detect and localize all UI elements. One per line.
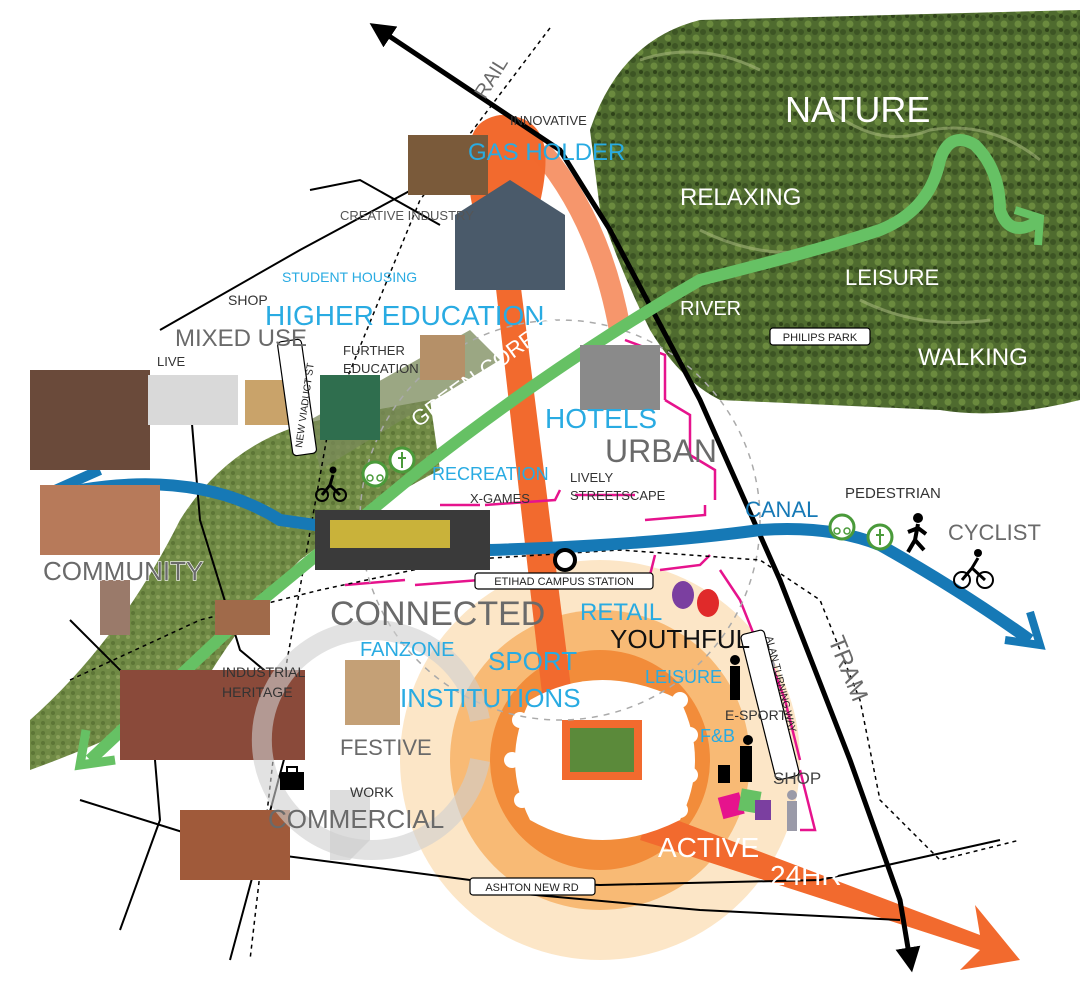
commercial-label: COMMERCIAL: [268, 804, 444, 834]
live-photo: [148, 375, 238, 425]
bicycle-rider-icon: [953, 549, 994, 589]
x-games-label: X-GAMES: [470, 491, 530, 506]
creative-industry-photo: [455, 180, 565, 290]
canal-label: CANAL: [745, 497, 818, 522]
c-shape-watermark: [251, 620, 490, 860]
runner-icon: [906, 513, 928, 554]
further-education-label: FURTHER EDUCATION: [343, 343, 419, 376]
mixed-use-label: MIXED USE: [175, 325, 307, 352]
community-photo-2: [100, 580, 130, 635]
leisure-retail-label: LEISURE: [645, 667, 722, 687]
green-corridor-line: [74, 134, 1045, 771]
shop-top-label: SHOP: [228, 292, 268, 308]
recreation-label: RECREATION: [432, 464, 549, 484]
etihad-campus-station-label: ETIHAD CAMPUS STATION: [494, 576, 634, 588]
river-label: RIVER: [680, 298, 741, 320]
lively-streetscape-label: LIVELY STREETSCAPE: [570, 470, 666, 503]
active-label: ACTIVE: [658, 832, 759, 863]
commercial-photo: [180, 810, 290, 880]
connected-label: CONNECTED: [330, 595, 545, 633]
leisure-nature-label: LEISURE: [845, 265, 939, 290]
student-housing-label: STUDENT HOUSING: [282, 269, 417, 285]
innovative-label: INNOVATIVE: [510, 113, 587, 128]
bicycle-rider-icon: [315, 466, 347, 502]
tram-photo-yellow: [330, 520, 450, 548]
gas-holder-photo: [408, 135, 488, 195]
tram-line: [369, 23, 921, 973]
l-shape-watermark: [330, 790, 370, 860]
shopper-icon: [718, 655, 753, 783]
urban-label: URBAN: [605, 433, 717, 469]
gas-holder-label: GAS HOLDER: [468, 139, 625, 166]
festive-photo: [345, 660, 400, 725]
cyclist-icon: [828, 513, 856, 541]
industrial-heritage-line-1: INDUSTRIAL: [222, 664, 305, 680]
industrial-heritage-label: INDUSTRIAL HERITAGE: [222, 664, 309, 700]
industrial-heritage-line-2: HERITAGE: [222, 684, 293, 700]
station-icon: [553, 548, 577, 572]
shopping-bags-icon: [717, 788, 771, 820]
briefcase-icon: [280, 766, 304, 790]
fanzone-label: FANZONE: [360, 639, 454, 661]
mixed-use-photo: [30, 370, 150, 470]
further-education-photo-2: [420, 335, 465, 380]
lively-streetscape-line-1: LIVELY: [570, 470, 613, 485]
creative-industry-label: CREATIVE INDUSTRY: [340, 208, 474, 223]
further-education-photo: [320, 375, 380, 440]
pedestrian-icon: [388, 446, 416, 474]
hr24-label: 24HR: [770, 860, 842, 891]
further-education-line-1: FURTHER: [343, 343, 405, 358]
e-sport-label: E-SPORT: [725, 707, 787, 723]
lively-streetscape-line-2: STREETSCAPE: [570, 488, 666, 503]
nature-label: NATURE: [785, 89, 930, 130]
work-label: WORK: [350, 784, 394, 800]
heritage-photo-2: [215, 600, 270, 635]
higher-education-label: HIGHER EDUCATION: [265, 300, 545, 331]
students-photo: [245, 380, 290, 425]
walking-label: WALKING: [918, 344, 1028, 371]
live-label: LIVE: [157, 354, 186, 369]
hotels-label: HOTELS: [545, 403, 657, 434]
tram-label: TRAM: [822, 632, 873, 705]
cyclist-icon: [361, 460, 389, 488]
rail-label: RAIL: [471, 53, 513, 102]
theatre-masks-icon: [672, 581, 719, 617]
pedestrian-label: PEDESTRIAN: [845, 485, 941, 502]
festive-label: FESTIVE: [340, 735, 432, 760]
philips-park-label: PHILIPS PARK: [783, 332, 858, 344]
sport-label: SPORT: [488, 646, 577, 676]
hotels-photo: [580, 345, 660, 410]
community-photo: [40, 485, 160, 555]
fnb-label: F&B: [700, 726, 735, 746]
institutions-label: INSTITUTIONS: [400, 683, 581, 713]
community-label: COMMUNITY: [43, 556, 203, 586]
zone-labels: NATURE RELAXING LEISURE RIVER WALKING PE…: [42, 53, 1041, 891]
ashton-new-rd-label: ASHTON NEW RD: [485, 882, 578, 894]
shop-bottom-label: SHOP: [773, 769, 821, 788]
cyclist-label: CYCLIST: [948, 520, 1041, 545]
relaxing-label: RELAXING: [680, 184, 801, 211]
retail-label: RETAIL: [580, 599, 662, 626]
further-education-line-2: EDUCATION: [343, 361, 419, 376]
youthful-label: YOUTHFUL: [610, 624, 750, 654]
pedestrian-icon: [866, 523, 894, 551]
